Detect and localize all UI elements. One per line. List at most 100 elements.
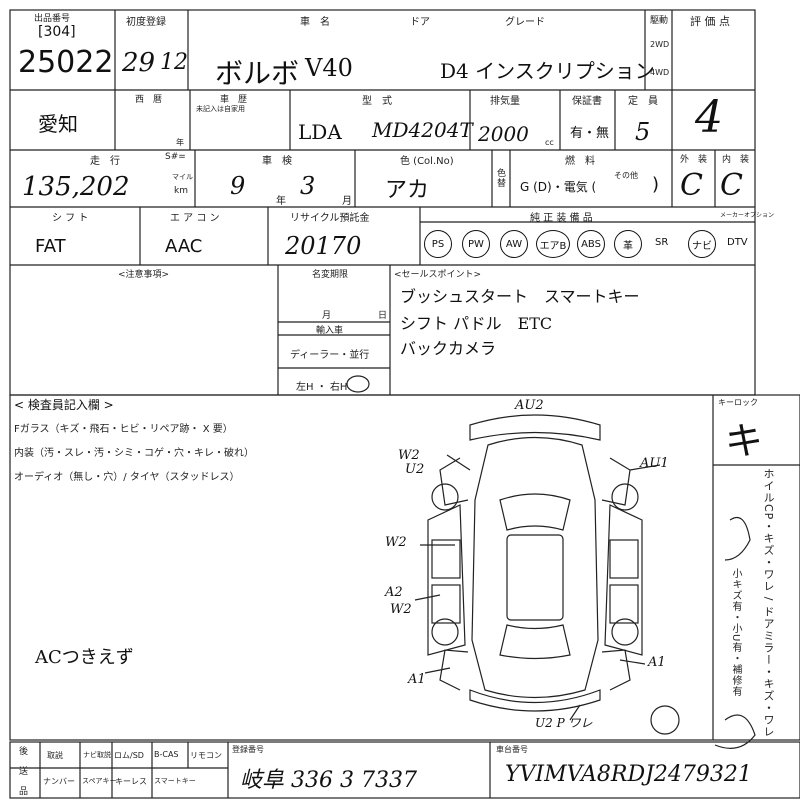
ac-value: AAC [165,236,203,257]
displacement-label: 排気量 [490,96,520,107]
equipment-leather: 革 [614,230,642,258]
score-label: 評 価 点 [690,15,730,28]
first-reg-year: 29 [122,48,156,78]
km-unit: km [174,186,188,196]
warranty-label: 保証書 [572,96,602,107]
name-change-label: 名変期限 [312,270,349,280]
attach-bcas: B-CAS [154,750,179,759]
steering-side: 左H ・ 右H [296,382,348,393]
meter-label: S#= [165,152,186,162]
equipment-aw: AW [500,230,528,258]
door-label: ドア [410,17,430,28]
ac-label: エ ア コ ン [170,213,220,224]
lot-sub: [304] [38,24,76,40]
mark-a1-left: A1 [408,672,426,687]
import-label: 輸入車 [316,326,344,336]
type-label: 型 式 [362,96,392,107]
grade-label: グレード [505,17,545,28]
year-unit: 年 [276,196,286,207]
fuel-close: ) [652,174,660,195]
type-prefix: LDA [298,120,342,144]
mark-a2: A2 [385,585,403,600]
mark-au2: AU2 [515,398,544,413]
attach-manual: 取説 [47,751,63,760]
attach-navi-manual: ナビ取説 [83,751,111,759]
history-label: 車 歴 [220,95,248,105]
equipment-airbag: エアB [536,230,570,258]
mark-w2-front: W2 [398,448,420,463]
mileage-label: 走 行 [90,156,120,167]
mileage: 135,202 [22,172,130,202]
keylock-mark: キ [725,419,764,463]
wheel-mirror-line: ホイルCP・キズ・ワレ / ドアミラー・キズ・ワレ [762,468,775,739]
maker-option-label: メーカーオプション [720,212,775,219]
mark-u2: U2 [405,462,425,477]
vin-label: 車台番号 [496,745,528,754]
shift-value: FAT [35,236,66,257]
equipment-navi: ナビ [688,230,716,258]
selling-point-2: シフト パドル ETC [400,314,553,333]
attach-plate: ナンバー [43,777,75,786]
inspection-year: 9 [230,172,246,200]
plate-label: 登録番号 [232,745,264,754]
glass-line: Fガラス（キズ・飛石・ヒビ・リペア跡・ X 要） [14,424,233,435]
recycle-label: リサイクル預託金 [290,213,370,224]
inspector-note: ACつきえず [35,647,134,668]
plate-number: 岐阜 336 3 7337 [240,768,417,793]
inspection-month: 3 [300,172,316,200]
interior-label: 内 装 [722,155,750,165]
equipment-ps: PS [424,230,452,258]
era-label: 西 暦 [135,95,163,105]
equipment-sr: SR [655,237,669,248]
name-change-day: 日 [378,311,388,321]
fuel-options: G (D)・電気 ( [520,180,597,194]
vin-number: YVIMVA8RDJ2479321 [505,762,752,787]
equipment-abs: ABS [577,230,605,258]
drive-label: 駆動 [650,16,669,26]
mark-w2-rear: W2 [390,602,412,617]
color-change-label: 色替 [495,168,505,188]
audio-line: オーディオ（無し・穴）/ タイヤ（スタッドレス） [14,472,240,483]
interior-grade: C [720,168,743,203]
first-reg-label: 初度登録 [126,17,166,28]
caution-label: <注意事項> [118,270,170,280]
interior-line: 内装（汚・スレ・汚・シミ・コゲ・穴・キレ・破れ） [14,448,254,459]
capacity: 5 [635,118,651,146]
exterior-label: 外 装 [680,155,708,165]
attach-smart-key: スマートキー [154,777,196,785]
first-reg-month: 12 [160,50,188,75]
equipment-pw: PW [462,230,490,258]
selling-point-3: バックカメラ [400,339,497,358]
capacity-label: 定 員 [628,96,658,107]
fuel-label: 燃 料 [565,156,595,167]
attach-label: 後 送 品 [17,746,27,796]
shift-label: シ フ ト [52,213,89,224]
era-year-label: 年 [176,138,184,147]
equipment-dtv: DTV [727,237,748,248]
lot-number: 25022 [18,45,114,80]
mark-a1-right: A1 [648,655,666,670]
exterior-grade: C [680,168,703,203]
attach-remote: リモコン [190,751,222,760]
displacement: 2000 [478,122,529,146]
mark-u2-rear: U2 P ワレ [535,716,593,730]
warranty: 有・無 [570,126,610,141]
color: アカ [385,178,430,203]
car-name: ボルボ [215,57,300,90]
car-grade: D4 インスクリプション [440,59,655,83]
damage-sub-line: 小キズ有・小U有・補修有 [730,568,741,698]
car-model: V40 [305,54,353,82]
drive-2wd: 2WD [650,40,670,49]
attach-keyless: キーレス [115,777,147,786]
keylock-label: キーロック [718,398,758,407]
history-sub: 未記入は自家用 [196,105,245,113]
dealer-import: ディーラー・並行 [290,350,370,361]
name-label: 車 名 [300,17,330,28]
displacement-unit: cc [545,138,554,147]
inspection-label: 車 検 [262,156,292,167]
recycle-value: 20170 [285,232,362,260]
drive-4wd: 4WD [650,68,670,77]
equipment-label: 純 正 装 備 品 [530,213,593,224]
color-label: 色 (Col.No) [400,156,454,167]
